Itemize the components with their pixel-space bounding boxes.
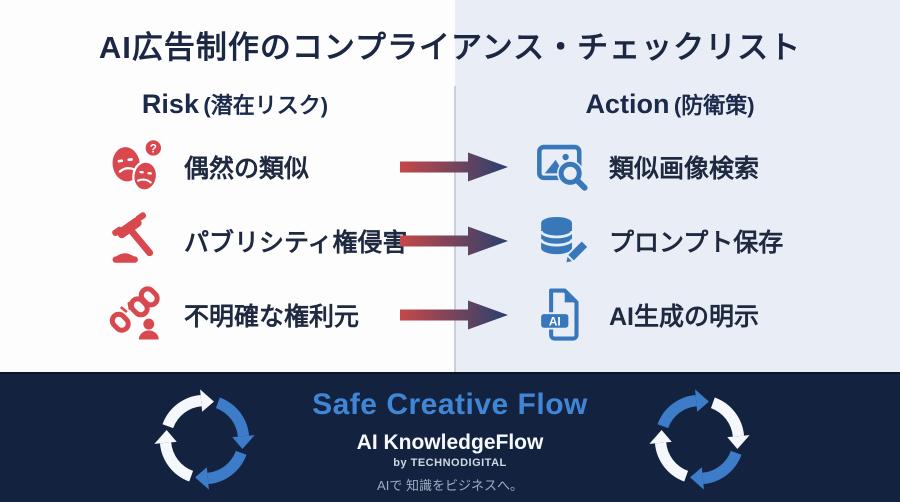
question-mark-glyph: ?	[150, 143, 157, 156]
footer-headline: Safe Creative Flow	[312, 388, 588, 421]
risk-label: 不明確な権利元	[184, 303, 360, 331]
action-panel-background	[455, 0, 900, 372]
action-label: AI生成の明示	[609, 303, 760, 331]
gavel-icon	[108, 212, 166, 270]
action-item: AI AI生成の明示	[533, 282, 759, 348]
risk-item: ? 偶然の類似	[108, 134, 309, 200]
page-title: AI広告制作のコンプライアンス・チェックリスト	[98, 30, 802, 65]
action-column-header: Action (防衛策)	[520, 88, 820, 120]
image-search-icon	[533, 138, 591, 196]
risk-column-header: Risk (潜在リスク)	[90, 88, 380, 120]
footer-brand: AI KnowledgeFlow	[356, 431, 544, 454]
database-pencil-icon	[533, 212, 591, 270]
action-label: プロンプト保存	[609, 229, 784, 257]
ai-document-icon: AI	[533, 286, 591, 344]
risk-header-jp: (潜在リスク)	[203, 93, 329, 118]
column-divider	[454, 86, 456, 372]
checklist-row: パブリシティ権侵害	[0, 208, 900, 274]
footer-tagline: AIで 知識をビジネスへ。	[377, 478, 523, 493]
footer-text-block: Safe Creative Flow AI KnowledgeFlow by T…	[250, 388, 650, 494]
broken-chain-icon	[108, 286, 166, 344]
footer-band: Safe Creative Flow AI KnowledgeFlow by T…	[0, 372, 900, 502]
gradient-arrow-icon	[400, 222, 512, 260]
broken-chain-icon-item: 不明確な権利元	[108, 282, 359, 348]
action-item: プロンプト保存	[533, 208, 783, 274]
cycle-arrows-icon	[148, 383, 261, 496]
gradient-arrow-icon	[400, 296, 512, 334]
action-label: 類似画像検索	[609, 155, 760, 183]
ai-badge-glyph: AI	[549, 315, 561, 328]
risk-item: パブリシティ権侵害	[108, 208, 408, 274]
action-item: 類似画像検索	[533, 134, 759, 200]
footer-byline: by TECHNODIGITAL	[393, 457, 507, 469]
checklist-row: 不明確な権利元 AI AI生成の明示	[0, 282, 900, 348]
cycle-arrows-icon	[643, 383, 756, 496]
risk-header-en: Risk	[141, 89, 199, 119]
checklist-row: ? 偶然の類似 類似画像検索	[0, 134, 900, 200]
action-header-en: Action	[585, 89, 670, 119]
gradient-arrow-icon	[400, 148, 512, 186]
risk-label: 偶然の類似	[184, 155, 310, 183]
masks-question-icon: ?	[108, 138, 166, 196]
risk-label: パブリシティ権侵害	[184, 229, 408, 257]
action-header-jp: (防衛策)	[673, 93, 755, 118]
